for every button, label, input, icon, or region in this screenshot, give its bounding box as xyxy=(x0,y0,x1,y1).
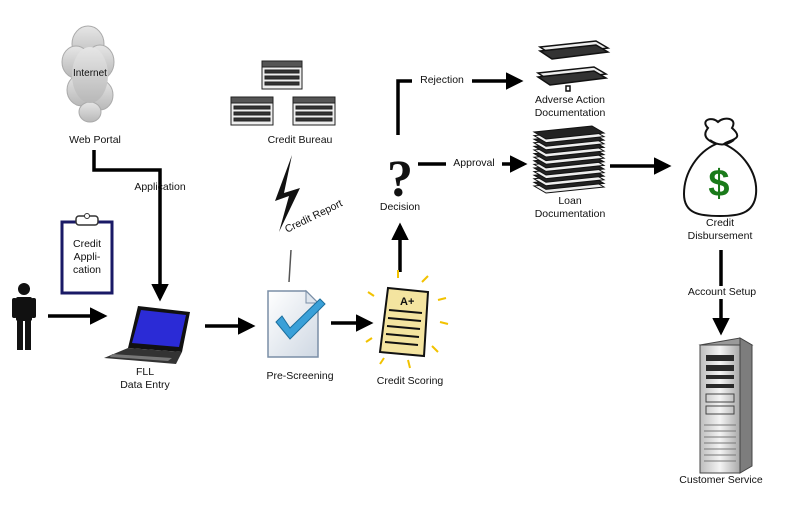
person-icon xyxy=(12,283,36,350)
lightning-bolt-icon xyxy=(275,155,300,232)
loan-documentation-label-line2: Documentation xyxy=(534,208,606,220)
web-portal-label: Web Portal xyxy=(69,134,121,146)
pre-screening-checkmark-icon xyxy=(267,289,326,358)
credit-bureau-icon xyxy=(230,60,336,126)
customer-service-label: Customer Service xyxy=(679,474,763,486)
credit-bureau-label: Credit Bureau xyxy=(267,134,333,146)
dollar-sign: $ xyxy=(708,163,729,205)
decision-label: Decision xyxy=(379,201,421,213)
money-bag-icon: $ xyxy=(682,117,758,218)
application-edge-label: Application xyxy=(134,181,186,193)
grade-mark: A+ xyxy=(400,296,414,308)
customer-service-server-icon xyxy=(698,337,754,474)
data-entry-label-line1: FLL xyxy=(135,366,155,378)
pre-screening-label: Pre-Screening xyxy=(266,370,334,382)
credit-report-link xyxy=(288,249,292,283)
account-setup-edge-label: Account Setup xyxy=(680,286,764,299)
internet-label: Internet xyxy=(73,68,107,79)
credit-disbursement-label-line1: Credit xyxy=(705,217,734,229)
laptop-icon xyxy=(104,306,190,364)
decision-question-mark-icon: ? xyxy=(387,151,413,208)
credit-disbursement-label-line2: Disbursement xyxy=(687,230,753,242)
internet-cloud-icon xyxy=(61,25,115,123)
credit-scoring-label: Credit Scoring xyxy=(376,375,444,387)
approval-edge-label: Approval xyxy=(446,157,502,170)
data-entry-label-line2: Data Entry xyxy=(120,379,170,391)
adverse-action-documents-icon xyxy=(535,40,611,92)
credit-application-clipboard-icon xyxy=(60,213,114,295)
rejection-edge-label: Rejection xyxy=(412,74,472,87)
credit-application-label: Credit Appli- cation xyxy=(72,238,102,276)
adverse-action-label-line2: Documentation xyxy=(534,107,606,119)
loan-documentation-stack-icon xyxy=(532,125,606,194)
rejection-connector xyxy=(396,72,524,135)
credit-scoring-report-icon: A+ xyxy=(365,270,449,369)
loan-document-sheet xyxy=(532,125,606,140)
application-connector xyxy=(92,150,169,302)
adverse-action-label-line1: Adverse Action xyxy=(534,94,606,106)
loan-documentation-label-line1: Loan xyxy=(558,195,582,207)
